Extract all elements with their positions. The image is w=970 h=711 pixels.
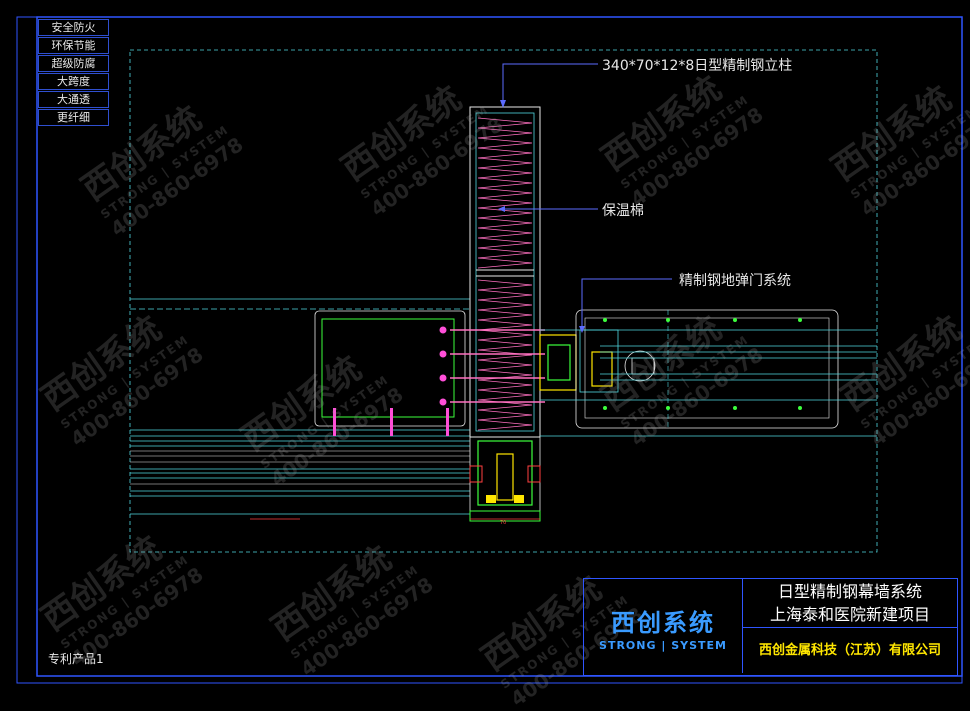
insulation-hatch-upper [477,117,533,269]
mullion-profile [469,436,541,522]
anchor-bolts [333,408,449,436]
drawing-title: 日型精制钢幕墙系统 [777,582,922,601]
label-floor-spring-door: 精制钢地弹门系统 [679,273,791,289]
company-name: 西创金属科技（江苏）有限公司 [758,643,941,658]
feature-badge: 环保节能 [38,37,109,54]
label-insulation: 保温棉 [602,203,644,219]
door-connector [539,329,656,393]
feature-badge: 大跨度 [38,73,109,90]
glass-panel-lines [130,450,470,485]
label-steel-column: 340*70*12*8日型精制钢立柱 [602,58,793,74]
drawing-border [36,16,963,677]
bolt-heads [439,326,447,406]
logo-text-cn: 西创系统 [611,609,715,637]
title-block: 西创系统 STRONG | SYSTEM 日型精制钢幕墙系统 上海泰和医院新建项… [583,578,958,676]
door-glass-lines [540,329,877,437]
project-name: 上海泰和医院新建项目 [743,603,957,628]
through-bolts [450,329,545,403]
insulation-hatch-lower [477,279,533,431]
feature-badge: 更纤细 [38,109,109,126]
column-inner [475,112,535,432]
feature-badge: 超级防腐 [38,55,109,72]
feature-badge: 大通透 [38,91,109,108]
patent-note: 专利产品1 [48,652,104,666]
leaders [502,63,672,330]
bracket-green [321,318,455,418]
door-screws [603,318,802,410]
leader-arrows [498,100,585,333]
company-logo: 西创系统 STRONG | SYSTEM [584,579,743,673]
left-wall-lines [130,298,470,515]
cad-drawing: 70 [16,16,963,684]
viewport-dashed [129,49,878,553]
dim-70: 70 [500,520,506,526]
feature-badge: 安全防火 [38,19,109,36]
logo-text-en: STRONG | SYSTEM [599,639,727,652]
floor-spring-box [575,309,839,429]
